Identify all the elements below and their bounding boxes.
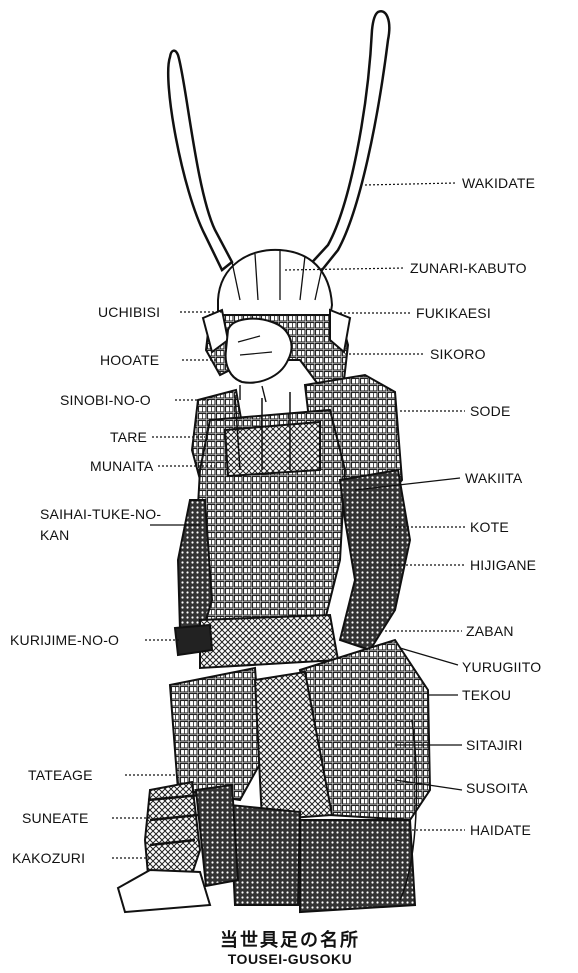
label-haidate: HAIDATE <box>470 822 531 838</box>
label-hijigane: HIJIGANE <box>470 557 536 573</box>
label-fukikaesi: FUKIKAESI <box>416 305 491 321</box>
label-sinobi-no-o: SINOBI-NO-O <box>60 392 151 408</box>
kabuto-helmet <box>203 250 350 402</box>
label-hooate: HOOATE <box>100 352 159 368</box>
label-zunari-kabuto: ZUNARI-KABUTO <box>410 260 527 276</box>
label-sikoro: SIKORO <box>430 346 486 362</box>
label-zaban: ZABAN <box>466 623 514 639</box>
label-kakozuri: KAKOZURI <box>12 850 85 866</box>
label-tekou: TEKOU <box>462 687 511 703</box>
title-english: TOUSEI-GUSOKU <box>185 951 395 967</box>
label-sitajiri: SITAJIRI <box>466 737 523 753</box>
suneate-legs <box>118 782 238 912</box>
label-tare: TARE <box>110 429 147 445</box>
title-japanese: 当世具足の名所 <box>185 926 395 952</box>
label-tateage: TATEAGE <box>28 767 93 783</box>
label-wakiita: WAKIITA <box>465 470 522 486</box>
wakidate-horns <box>168 11 389 280</box>
label-kurijime-no-o: KURIJIME-NO-O <box>10 632 119 648</box>
label-suneate: SUNEATE <box>22 810 89 826</box>
do-torso <box>195 392 345 625</box>
label-munaita: MUNAITA <box>90 458 153 474</box>
label-wakidate: WAKIDATE <box>462 175 535 191</box>
waist-belt <box>175 615 338 668</box>
label-kote: KOTE <box>470 519 509 535</box>
label-uchibisi: UCHIBISI <box>98 304 160 320</box>
label-yurugiito: YURUGIITO <box>462 659 541 675</box>
label-sode: SODE <box>470 403 510 419</box>
label-saihai-tuke-no-kan: SAIHAI-TUKE-NO-KAN <box>40 504 170 546</box>
leader-wakidate <box>365 183 455 185</box>
label-susoita: SUSOITA <box>466 780 528 796</box>
